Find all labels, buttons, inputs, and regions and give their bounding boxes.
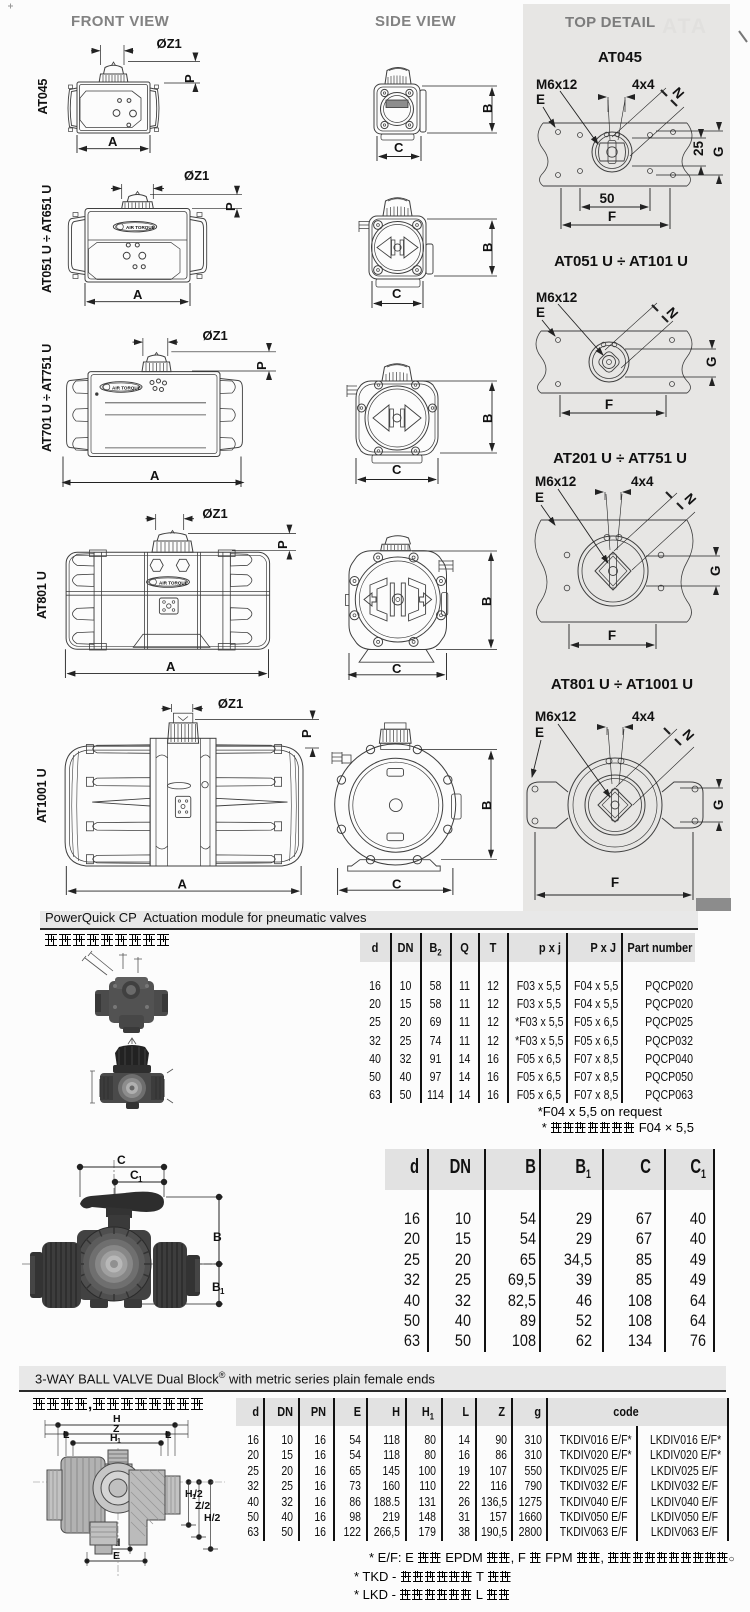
- svg-text:AT045: AT045: [598, 49, 642, 66]
- svg-text:4x4: 4x4: [632, 77, 655, 92]
- svg-text:A: A: [108, 134, 118, 149]
- svg-text:A: A: [178, 877, 188, 892]
- svg-text:AT045: AT045: [36, 79, 50, 115]
- svg-text:B: B: [480, 104, 495, 113]
- svg-text:H: H: [185, 1488, 193, 1500]
- svg-text:H: H: [110, 1432, 118, 1444]
- svg-text:B: B: [480, 414, 495, 423]
- svg-text:4x4: 4x4: [632, 709, 655, 724]
- svg-text:AIR TORQUE: AIR TORQUE: [159, 580, 188, 585]
- svg-text:P: P: [223, 202, 238, 211]
- svg-text:Z: Z: [113, 1423, 120, 1435]
- svg-text:AT051 U ÷ AT101 U: AT051 U ÷ AT101 U: [554, 253, 688, 270]
- svg-text:M6x12: M6x12: [536, 290, 577, 305]
- svg-text:25: 25: [691, 140, 706, 156]
- svg-text:F: F: [605, 397, 613, 412]
- svg-text:F: F: [608, 628, 616, 643]
- svg-text:AT801 U: AT801 U: [35, 571, 49, 619]
- svg-text:E: E: [535, 725, 544, 740]
- svg-text:E: E: [536, 92, 545, 107]
- svg-text:SIDE VIEW: SIDE VIEW: [375, 13, 457, 30]
- svg-text:ØZ1: ØZ1: [157, 36, 182, 51]
- svg-text:A: A: [133, 287, 143, 302]
- svg-text:AT201 U ÷ AT751 U: AT201 U ÷ AT751 U: [553, 450, 687, 467]
- svg-text:AIR TORQUE: AIR TORQUE: [112, 385, 141, 390]
- svg-text:AT801 U ÷ AT1001 U: AT801 U ÷ AT1001 U: [551, 676, 693, 693]
- svg-text:C: C: [392, 877, 402, 892]
- svg-text:P: P: [299, 729, 314, 738]
- svg-text:G: G: [704, 356, 719, 367]
- svg-text:F: F: [608, 209, 616, 224]
- svg-text:1: 1: [117, 1438, 121, 1445]
- svg-text:ØZ1: ØZ1: [218, 696, 243, 711]
- svg-text:A: A: [150, 468, 160, 483]
- svg-text:B: B: [480, 243, 495, 252]
- svg-text:G: G: [711, 146, 726, 157]
- svg-text:C: C: [392, 286, 402, 301]
- svg-text:M6x12: M6x12: [535, 709, 576, 724]
- svg-text:4x4: 4x4: [631, 474, 654, 489]
- svg-text:B: B: [479, 801, 494, 810]
- svg-text:ØZ1: ØZ1: [202, 506, 227, 521]
- svg-text:B: B: [212, 1280, 221, 1294]
- svg-text:1: 1: [220, 1287, 225, 1296]
- svg-text:P: P: [182, 74, 197, 83]
- svg-text:C: C: [130, 1168, 139, 1182]
- svg-text:AIR TORQUE: AIR TORQUE: [126, 225, 155, 230]
- svg-text:TOP DETAIL: TOP DETAIL: [565, 14, 656, 31]
- svg-text:H/2: H/2: [204, 1512, 221, 1524]
- svg-text:H: H: [113, 1413, 121, 1425]
- svg-text:B: B: [213, 1230, 222, 1244]
- svg-text:C: C: [117, 1155, 126, 1167]
- svg-text:M6x12: M6x12: [535, 474, 576, 489]
- svg-text:L: L: [165, 1429, 172, 1441]
- svg-text:AT1001 U: AT1001 U: [35, 768, 49, 823]
- svg-text:M6x12: M6x12: [536, 77, 577, 92]
- svg-text:E: E: [536, 305, 545, 320]
- svg-text:1: 1: [192, 1494, 196, 1501]
- svg-text:P: P: [254, 361, 269, 370]
- svg-text:50: 50: [599, 191, 614, 206]
- svg-text:P: P: [275, 540, 290, 549]
- svg-text:/2: /2: [194, 1488, 203, 1500]
- svg-text:FRONT VIEW: FRONT VIEW: [71, 13, 170, 30]
- svg-text:ØZ1: ØZ1: [184, 168, 209, 183]
- svg-text:G: G: [708, 565, 723, 576]
- svg-text:A: A: [166, 659, 176, 674]
- svg-text:L: L: [63, 1429, 70, 1441]
- svg-text:E: E: [113, 1550, 120, 1562]
- svg-text:B: B: [479, 597, 494, 606]
- svg-text:C: C: [392, 462, 402, 477]
- svg-text:Z/2: Z/2: [195, 1500, 210, 1512]
- svg-text:C: C: [392, 661, 402, 676]
- svg-text:ATA: ATA: [662, 15, 708, 38]
- svg-text:1: 1: [138, 1175, 143, 1184]
- svg-text:F: F: [611, 875, 619, 890]
- svg-text:AT701 U ÷ AT751 U: AT701 U ÷ AT751 U: [40, 344, 54, 452]
- svg-text:G: G: [711, 799, 726, 810]
- svg-text:E: E: [535, 490, 544, 505]
- svg-text:ØZ1: ØZ1: [203, 328, 228, 343]
- svg-text:C: C: [394, 140, 404, 155]
- svg-text:AT051 U ÷ AT651 U: AT051 U ÷ AT651 U: [40, 185, 54, 293]
